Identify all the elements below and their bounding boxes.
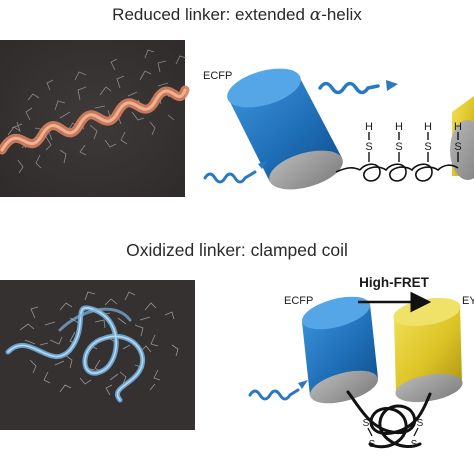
bottom-clamped-coil [5,305,145,403]
thiol-h-2: H [395,121,403,133]
top-title-suffix: -helix [321,5,362,24]
disulfide-s-3: S [417,418,424,429]
top-emission-wave-icon [318,80,398,95]
bottom-eyfp-label: EY [462,295,474,307]
thiol-s-1: S [365,141,372,153]
top-panel-title: Reduced linker: extended α-helix [0,5,474,25]
disulfide-s-4: S [411,439,418,450]
bottom-ecfp-cylinder [301,296,379,404]
bottom-panel-title: Oxidized linker: clamped coil [126,240,348,260]
top-ecfp-label: ECFP [203,70,232,82]
bottom-disulfide-bridges: S S S S [363,418,424,450]
thiol-h-4: H [454,121,462,133]
top-alpha-helix [0,85,190,155]
thiol-h-1: H [365,121,373,133]
thiol-s-4: S [454,141,461,153]
thiol-s-3: S [424,141,431,153]
bottom-eyfp-cylinder [393,297,463,403]
top-ecfp-cylinder [227,68,343,190]
thiol-s-2: S [395,141,402,153]
high-fret-label: High-FRET [359,275,429,290]
disulfide-s-2: S [369,439,376,450]
top-thiol-groups: H S H S H S H S [365,121,462,162]
top-excitation-wave-icon [203,160,268,184]
top-title-prefix: Reduced linker: extended [112,5,310,24]
disulfide-s-1: S [363,418,370,429]
thiol-h-3: H [424,121,432,133]
top-structure-render [0,40,190,197]
bottom-excitation-wave-icon [248,380,308,401]
top-eyfp-cylinder [450,96,474,180]
top-title-greek: α [309,5,322,25]
bottom-ecfp-label: ECFP [284,295,313,307]
bottom-structure-render [0,280,195,430]
top-reduced-linker [335,163,459,182]
bottom-oxidized-linker [346,390,432,449]
